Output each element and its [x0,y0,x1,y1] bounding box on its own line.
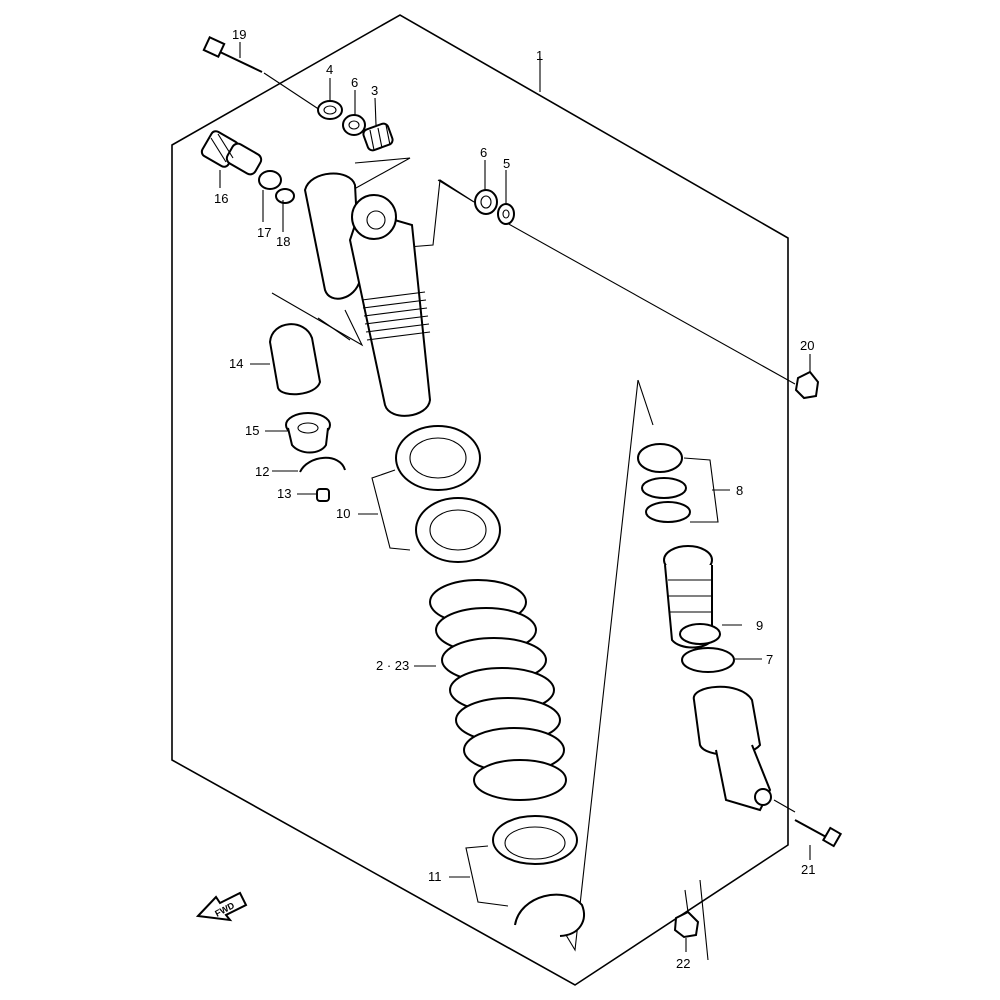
assembly-outline [171,14,789,986]
spring-2-23 [429,579,567,801]
callout-21: 21 [801,862,815,877]
o-ring-18 [275,188,295,204]
cap-13 [316,488,330,502]
spring-clip-11 [514,893,585,937]
nut-22 [673,910,700,939]
bolt-21 [794,819,843,848]
callout-12: 12 [255,464,269,479]
callout-10: 10 [336,506,350,521]
collar-4 [317,100,343,120]
adjuster-16 [200,130,263,176]
callout-14: 14 [229,356,243,371]
nut-20 [794,370,820,400]
lock-nut-10-upper [395,425,481,491]
bracket-11 [465,845,509,907]
callout-6-right: 6 [480,145,487,160]
callout-8: 8 [736,483,743,498]
callout-19: 19 [232,27,246,42]
callout-22: 22 [676,956,690,971]
cap-15 [285,412,331,454]
callout-4: 4 [326,62,333,77]
callout-labels: 1 2 · 23 3 4 5 6 6 7 8 9 10 11 12 13 14 … [214,27,815,971]
shock-body-1 [303,172,432,417]
bracket-8 [683,457,719,523]
ring-9 [679,623,721,645]
o-ring-17 [258,170,282,190]
callout-7: 7 [766,652,773,667]
seal-6-top [342,114,366,136]
seal-6-right [474,189,498,215]
callout-15: 15 [245,423,259,438]
callout-20: 20 [800,338,814,353]
collar-5 [497,203,515,225]
bladder-14 [268,323,322,396]
callout-16: 16 [214,191,228,206]
callout-3: 3 [371,83,378,98]
bolt-19 [202,35,263,73]
spring-seat-11 [492,815,578,865]
callout-13: 13 [277,486,291,501]
fwd-arrow-icon: FWD [195,891,248,922]
callout-2-23: 2 · 23 [376,658,409,673]
damper-rod [663,545,772,812]
collar-7 [681,647,735,673]
callout-9: 9 [756,618,763,633]
callout-17: 17 [257,225,271,240]
callout-11: 11 [428,869,442,884]
bearing-3 [362,122,394,152]
callout-18: 18 [276,234,290,249]
callout-5: 5 [503,156,510,171]
callout-leaders [219,42,811,952]
rings-8 [637,443,691,523]
lock-nut-10-lower [415,497,501,563]
bracket-10 [371,469,411,551]
callout-1: 1 [536,48,543,63]
callout-6-top: 6 [351,75,358,90]
circlip-12 [299,456,346,473]
